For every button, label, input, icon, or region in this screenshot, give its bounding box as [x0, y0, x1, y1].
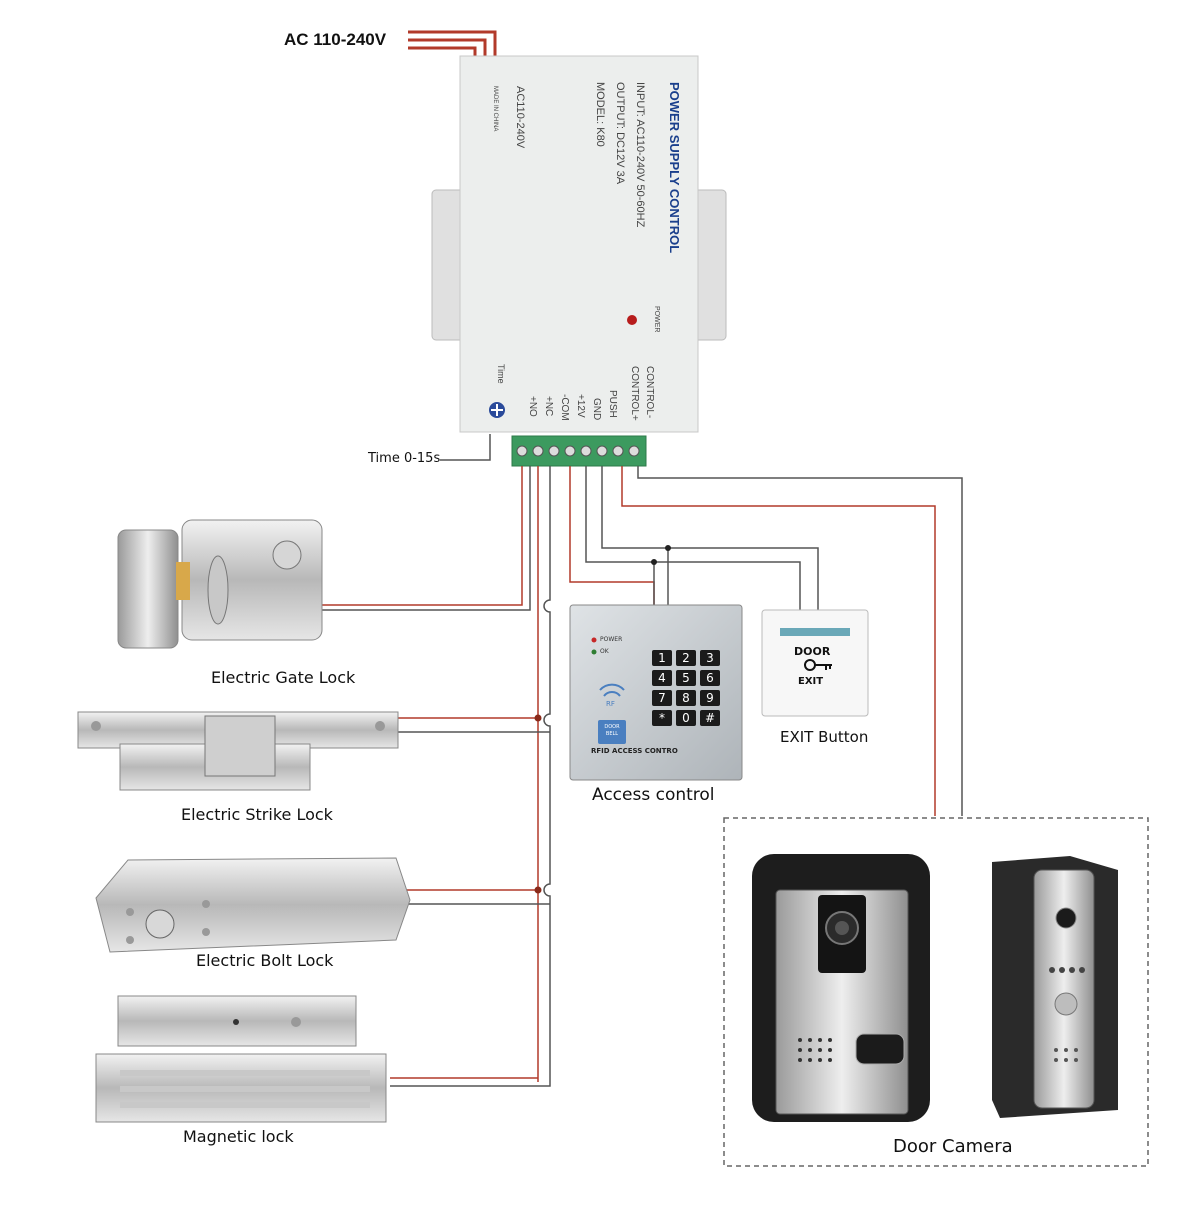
terminal-push: PUSH [607, 390, 618, 418]
key-7[interactable]: 7 [652, 690, 672, 706]
terminal-nc: +NC [543, 396, 554, 417]
keypad-doorbell-label: DOOR BELL [604, 724, 620, 737]
psu-voltage: AC110-240V [514, 86, 526, 149]
ac-input-label: AC 110-240V [284, 30, 387, 49]
keypad-power-label: POWER [600, 636, 623, 643]
magnetic-lock-label: Magnetic lock [183, 1127, 294, 1146]
exit-button-plate [761, 609, 869, 717]
electric-strike-lock [77, 711, 399, 791]
keypad-rf-label: RF [606, 700, 615, 708]
key-2[interactable]: 2 [676, 650, 696, 666]
key-0[interactable]: 0 [676, 710, 696, 726]
psu-label-group: POWER SUPPLY CONTROL INPUT: AC110-240V 5… [460, 56, 698, 432]
key-4[interactable]: 4 [652, 670, 672, 686]
terminal-block [511, 435, 647, 467]
power-led [627, 315, 637, 325]
key-9[interactable]: 9 [700, 690, 720, 706]
ac-input-wires [408, 30, 497, 58]
psu-time-label: Time [496, 364, 506, 384]
exit-plate-exit-text: EXIT [798, 676, 824, 687]
magnetic-lock [95, 995, 387, 1123]
wire-junctions [534, 545, 671, 894]
gate-lock-label: Electric Gate Lock [211, 668, 356, 687]
key-1[interactable]: 1 [652, 650, 672, 666]
wiring [322, 466, 963, 1087]
door-camera-frame [723, 817, 1149, 1167]
door-camera-side [992, 856, 1118, 1118]
psu-power-led-label: POWER [653, 306, 660, 333]
time-note-label: Time 0-15s [368, 451, 441, 466]
terminal-no: +NO [527, 396, 538, 417]
power-supply-box [431, 55, 727, 433]
key-6[interactable]: 6 [700, 670, 720, 686]
key-hash[interactable]: # [700, 710, 720, 726]
terminal-com: -COM [559, 394, 570, 421]
keypad-caption: RFID ACCESS CONTRO [591, 747, 678, 755]
terminal-control-plus: CONTROL+ [629, 366, 640, 421]
psu-made-in: MADE IN CHINA [492, 86, 498, 132]
key-5[interactable]: 5 [676, 670, 696, 686]
door-camera-front [752, 854, 930, 1122]
exit-plate-door-text: DOOR [794, 645, 831, 658]
time-leader-line [440, 434, 491, 461]
key-8[interactable]: 8 [676, 690, 696, 706]
door-camera-label: Door Camera [893, 1136, 1013, 1157]
terminal-gnd: GND [591, 398, 602, 421]
terminal-12v: +12V [575, 394, 586, 418]
psu-output-spec: OUTPUT: DC12V 3A [614, 82, 626, 185]
exit-button-label: EXIT Button [780, 728, 869, 746]
keypad-ok-label: OK [600, 648, 609, 655]
terminal-control-minus: CONTROL- [644, 366, 655, 419]
bolt-lock-label: Electric Bolt Lock [196, 951, 334, 970]
psu-title: POWER SUPPLY CONTROL [667, 82, 682, 254]
access-control-label: Access control [592, 785, 715, 805]
psu-input-spec: INPUT: AC110-240V 50-60HZ [634, 82, 646, 228]
electric-bolt-lock [95, 857, 411, 953]
keypad-grid: 1 2 3 4 5 6 7 8 9 * 0 # [652, 650, 722, 726]
electric-gate-lock [117, 519, 323, 649]
strike-lock-label: Electric Strike Lock [181, 805, 333, 824]
key-star[interactable]: * [652, 710, 672, 726]
psu-model: MODEL: K80 [594, 82, 606, 147]
key-3[interactable]: 3 [700, 650, 720, 666]
